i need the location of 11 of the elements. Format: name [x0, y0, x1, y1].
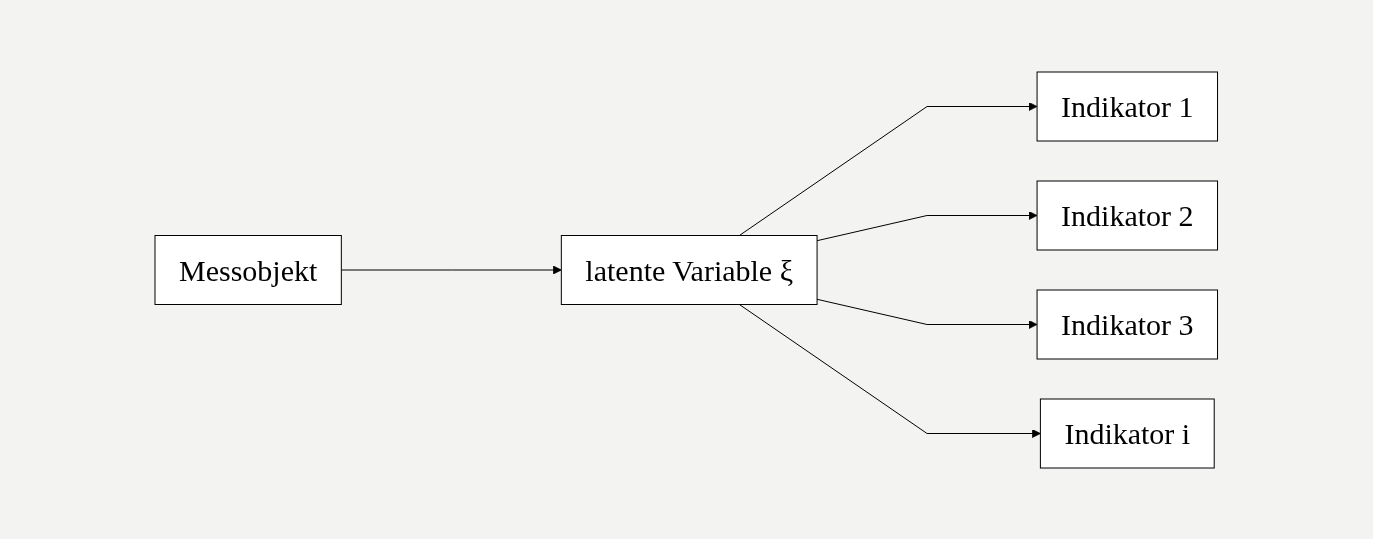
node-box: Indikator i — [1040, 398, 1215, 468]
arrow — [816, 298, 1038, 329]
node-box: Messobjekt — [154, 234, 343, 305]
node-box: Indikator 2 — [1036, 180, 1219, 250]
arrow — [341, 265, 562, 274]
arrow — [739, 101, 1038, 236]
node-box: Indikator 1 — [1036, 71, 1219, 141]
arrow — [816, 210, 1038, 241]
node-box: latente Variable ξ — [561, 234, 818, 305]
node-box: Indikator 3 — [1036, 289, 1219, 359]
arrow — [739, 303, 1042, 438]
